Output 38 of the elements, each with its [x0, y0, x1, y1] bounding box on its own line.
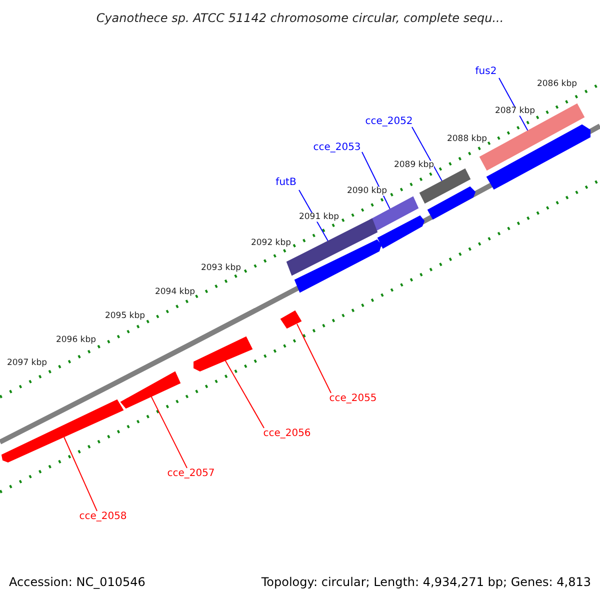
tick-label: 2096 kbp — [56, 336, 96, 344]
gene-label: cce_2056 — [263, 429, 311, 439]
gene-label: cce_2058 — [79, 512, 127, 522]
gene-bar — [194, 336, 253, 372]
tick-label: 2095 kbp — [104, 312, 146, 320]
leader-line — [150, 396, 188, 468]
gene-bar — [294, 239, 382, 293]
genome-info-text: Topology: circular; Length: 4,934,271 bp; Genes: 4,813 — [261, 576, 591, 588]
gene-bar — [369, 196, 419, 232]
tick-label: 2089 kbp — [394, 160, 434, 170]
gene-bar — [1, 399, 124, 463]
tick-label: 2091 kbp — [298, 212, 340, 222]
leader-line — [296, 324, 332, 394]
tick-label: 2097 kbp — [6, 358, 48, 368]
tick-label: 2093 kbp — [200, 264, 242, 272]
accession-text: Accession: NC_010546 — [9, 576, 146, 588]
gene-bar — [280, 310, 302, 329]
gene-label: cce_2055 — [329, 394, 377, 404]
gene-label: cce_2052 — [365, 117, 413, 127]
tick-label: 2086 kbp — [536, 80, 578, 88]
leader-line — [64, 436, 98, 512]
tick-label: 2088 kbp — [446, 134, 488, 144]
tick-label: 2087 kbp — [494, 106, 536, 116]
gene-bar — [120, 371, 181, 409]
tick-label: 2092 kbp — [250, 238, 292, 248]
gene-bar — [419, 168, 471, 204]
gene-bar — [427, 186, 476, 220]
gene-label: cce_2057 — [167, 469, 215, 479]
title: Cyanothece sp. ATCC 51142 chromosome circular, complete sequ... — [96, 12, 504, 24]
leader-line — [224, 360, 264, 428]
gene-label: futB — [276, 178, 296, 188]
tick-label: 2094 kbp — [154, 288, 196, 296]
leader-line — [412, 126, 442, 182]
gene-bar — [377, 215, 425, 249]
tick-label: 2090 kbp — [346, 186, 388, 196]
gene-label: fus2 — [475, 67, 497, 77]
gene-label: cce_2053 — [313, 143, 361, 153]
gene-bar — [486, 124, 590, 190]
